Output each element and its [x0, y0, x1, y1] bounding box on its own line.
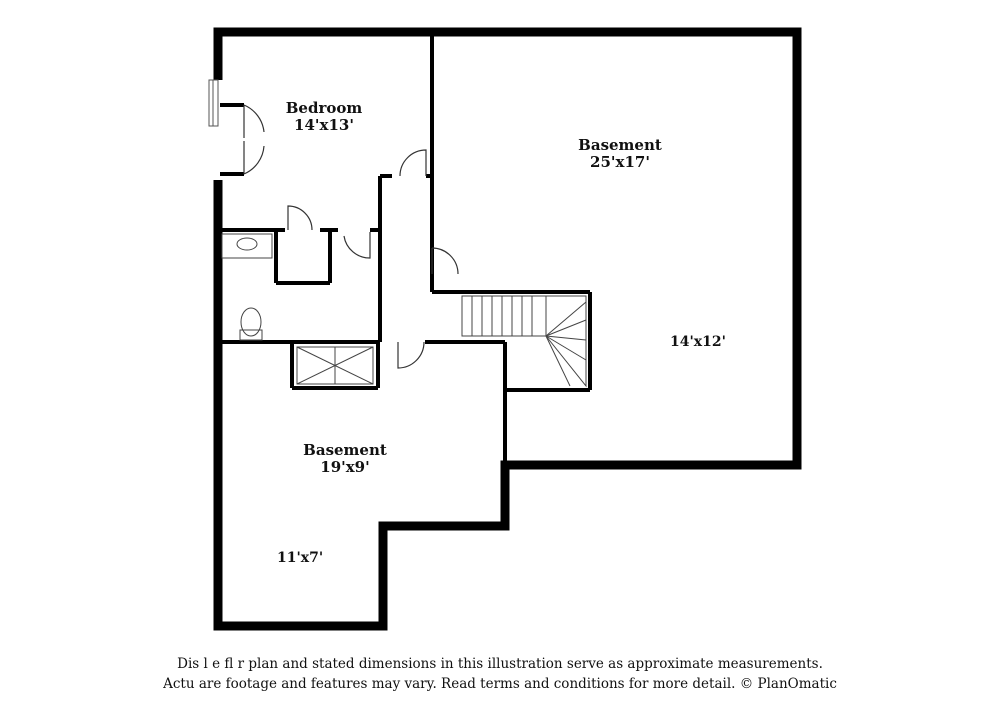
- bath-closet-door: [287, 205, 313, 231]
- window: [208, 79, 219, 127]
- basement-left-sub-dimension: 11'x7': [277, 550, 324, 566]
- toilet: [239, 307, 263, 341]
- disclaimer-line-2: Actu are footage and features may vary. …: [163, 676, 837, 692]
- interior-walls: [220, 34, 592, 465]
- basement-door: [431, 247, 459, 275]
- basement-right-sub-dimension: 14'x12': [670, 334, 726, 350]
- disclaimer-line-1: Dis l e fl r plan and stated dimensions …: [177, 656, 823, 672]
- basement-left-size: 19'x9': [320, 458, 370, 476]
- bedroom-door: [399, 149, 427, 177]
- closet-door-top: [243, 104, 265, 138]
- shower: [296, 346, 374, 385]
- basement-left-label: Basement 19'x9': [285, 442, 405, 476]
- hall-door: [343, 232, 371, 259]
- exterior-walls: [213, 27, 802, 631]
- basement-right-label: Basement 25'x17': [560, 137, 680, 171]
- stairs: [461, 295, 587, 388]
- basement-right-size: 25'x17': [590, 153, 650, 171]
- lower-door: [397, 341, 425, 369]
- bedroom-name: Bedroom: [285, 99, 363, 117]
- bedroom-size: 14'x13': [294, 116, 354, 134]
- doors: [243, 104, 459, 369]
- bedroom-label: Bedroom 14'x13': [274, 100, 374, 134]
- closet-door-bottom: [243, 141, 265, 175]
- sink: [221, 233, 273, 259]
- basement-left-name: Basement: [303, 441, 387, 459]
- basement-right-name: Basement: [578, 136, 662, 154]
